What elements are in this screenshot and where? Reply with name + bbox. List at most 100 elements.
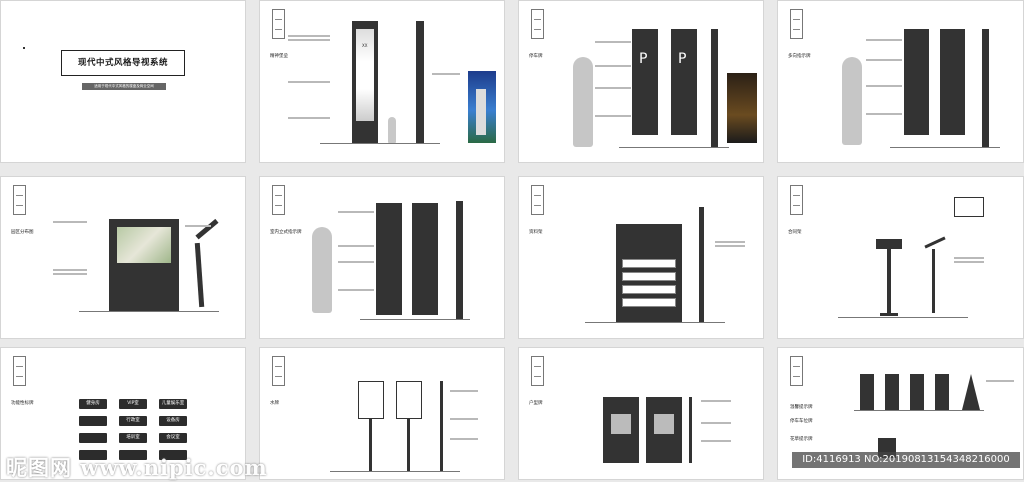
stand-side-plate bbox=[924, 236, 946, 249]
stand-base bbox=[880, 313, 898, 316]
title-block bbox=[272, 185, 285, 215]
map-side-arm bbox=[195, 218, 219, 240]
annotation-line bbox=[450, 390, 478, 392]
stand-post bbox=[887, 249, 891, 313]
section-label: 停车车位牌 bbox=[790, 419, 813, 424]
annotation-line bbox=[338, 261, 374, 263]
section-label: 室内立式指示牌 bbox=[270, 230, 302, 235]
function-pill: VIP室 bbox=[119, 399, 147, 409]
product-sign-side bbox=[689, 397, 692, 463]
function-pill bbox=[159, 450, 187, 460]
dot-mark bbox=[23, 47, 25, 49]
rack-shelf bbox=[622, 259, 676, 268]
parking-sign-front bbox=[632, 29, 658, 135]
panel-indoor-directory: 室内立式指示牌 bbox=[259, 176, 505, 339]
small-sign bbox=[910, 374, 924, 410]
annotation-line bbox=[53, 221, 87, 223]
function-pill: 会议室 bbox=[159, 433, 187, 443]
function-pill bbox=[79, 450, 107, 460]
annotation-line bbox=[715, 245, 745, 247]
function-pill bbox=[79, 433, 107, 443]
water-sign-side bbox=[440, 381, 443, 471]
function-pill bbox=[79, 416, 107, 426]
annotation-line bbox=[595, 41, 631, 43]
function-pill: 培训室 bbox=[119, 433, 147, 443]
function-pill: 设备房 bbox=[159, 416, 187, 426]
function-pill bbox=[119, 450, 147, 460]
direction-sign-side bbox=[982, 29, 989, 147]
annotation-line bbox=[701, 440, 731, 442]
small-sign bbox=[885, 374, 899, 410]
annotation-line bbox=[866, 85, 902, 87]
section-label: 温馨提示牌 bbox=[790, 405, 813, 410]
stand-top-plate bbox=[876, 239, 902, 249]
annotation-line bbox=[338, 245, 374, 247]
section-label: 水牌 bbox=[270, 401, 279, 406]
section-label: 停车牌 bbox=[529, 54, 543, 59]
person-silhouette bbox=[312, 227, 332, 313]
annotation-line bbox=[338, 211, 374, 213]
section-label: 资料架 bbox=[529, 230, 543, 235]
panel-contract-stand: 合同架 bbox=[777, 176, 1024, 339]
annotation-line bbox=[866, 39, 902, 41]
cover-panel: 现代中式风格导视系统 适用于现代中式风格的楼盘及商业空间 bbox=[0, 0, 246, 163]
title-block bbox=[790, 9, 803, 39]
small-sign bbox=[935, 374, 949, 410]
parking-sign-side bbox=[711, 29, 718, 147]
panel-info-rack: 资料架 bbox=[518, 176, 764, 339]
person-silhouette bbox=[573, 57, 593, 147]
cover-subtitle: 适用于现代中式风格的楼盘及商业空间 bbox=[82, 83, 166, 90]
annotation-line bbox=[595, 65, 631, 67]
id-watermark: ID:4116913 NO:20190813154348216000 bbox=[792, 452, 1020, 468]
ground-line bbox=[360, 319, 470, 320]
water-sign-back-post bbox=[407, 419, 410, 471]
annotation-line bbox=[288, 81, 330, 83]
annotation-line bbox=[450, 438, 478, 440]
title-block bbox=[531, 9, 544, 39]
map-side-post bbox=[194, 242, 205, 308]
direction-sign-front bbox=[904, 29, 929, 135]
panel-water-sign: 水牌 bbox=[259, 347, 505, 480]
annotation-line bbox=[185, 225, 211, 227]
stand-side-post bbox=[932, 249, 935, 313]
title-block bbox=[790, 356, 803, 386]
annotation-line bbox=[595, 87, 631, 89]
annotation-line bbox=[450, 418, 478, 420]
floorplan-back bbox=[654, 414, 674, 434]
section-label: 功能性标牌 bbox=[11, 401, 34, 406]
annotation-line bbox=[53, 269, 87, 271]
panel-directional-sign: 多向指示牌 bbox=[777, 0, 1024, 163]
stand-top-view bbox=[954, 197, 984, 217]
small-sign bbox=[860, 374, 874, 410]
panel-spirit-fortress: 精神堡垒 XX bbox=[259, 0, 505, 163]
panel-product-sign: 户型牌 bbox=[518, 347, 764, 480]
title-block bbox=[790, 185, 803, 215]
person-silhouette bbox=[388, 117, 396, 143]
annotation-line bbox=[288, 35, 330, 37]
section-label: 花草提示牌 bbox=[790, 437, 813, 442]
directory-sign-side bbox=[456, 201, 463, 319]
parking-photo bbox=[727, 73, 757, 143]
directory-sign-front bbox=[376, 203, 402, 315]
rack-side bbox=[699, 207, 704, 322]
annotation-line bbox=[338, 289, 374, 291]
rack-shelf bbox=[622, 272, 676, 281]
cover-title: 现代中式风格导视系统 bbox=[61, 50, 185, 76]
function-pill: 儿童娱乐室 bbox=[159, 399, 187, 409]
site-watermark: 昵图网 www.nipic.com bbox=[6, 455, 268, 480]
ground-line bbox=[838, 317, 968, 318]
directory-sign-back bbox=[412, 203, 438, 315]
water-sign-front bbox=[358, 381, 384, 419]
annotation-line bbox=[701, 422, 731, 424]
panel-site-map: 园区分布图 bbox=[0, 176, 246, 339]
annotation-line bbox=[288, 39, 330, 41]
totem-glyph: XX bbox=[362, 43, 368, 48]
title-block bbox=[531, 356, 544, 386]
photo-totem bbox=[476, 89, 486, 135]
title-block bbox=[272, 9, 285, 39]
annotation-line bbox=[701, 400, 731, 402]
annotation-line bbox=[866, 59, 902, 61]
ground-line bbox=[585, 322, 725, 323]
title-block bbox=[272, 356, 285, 386]
ground-line bbox=[854, 410, 984, 411]
